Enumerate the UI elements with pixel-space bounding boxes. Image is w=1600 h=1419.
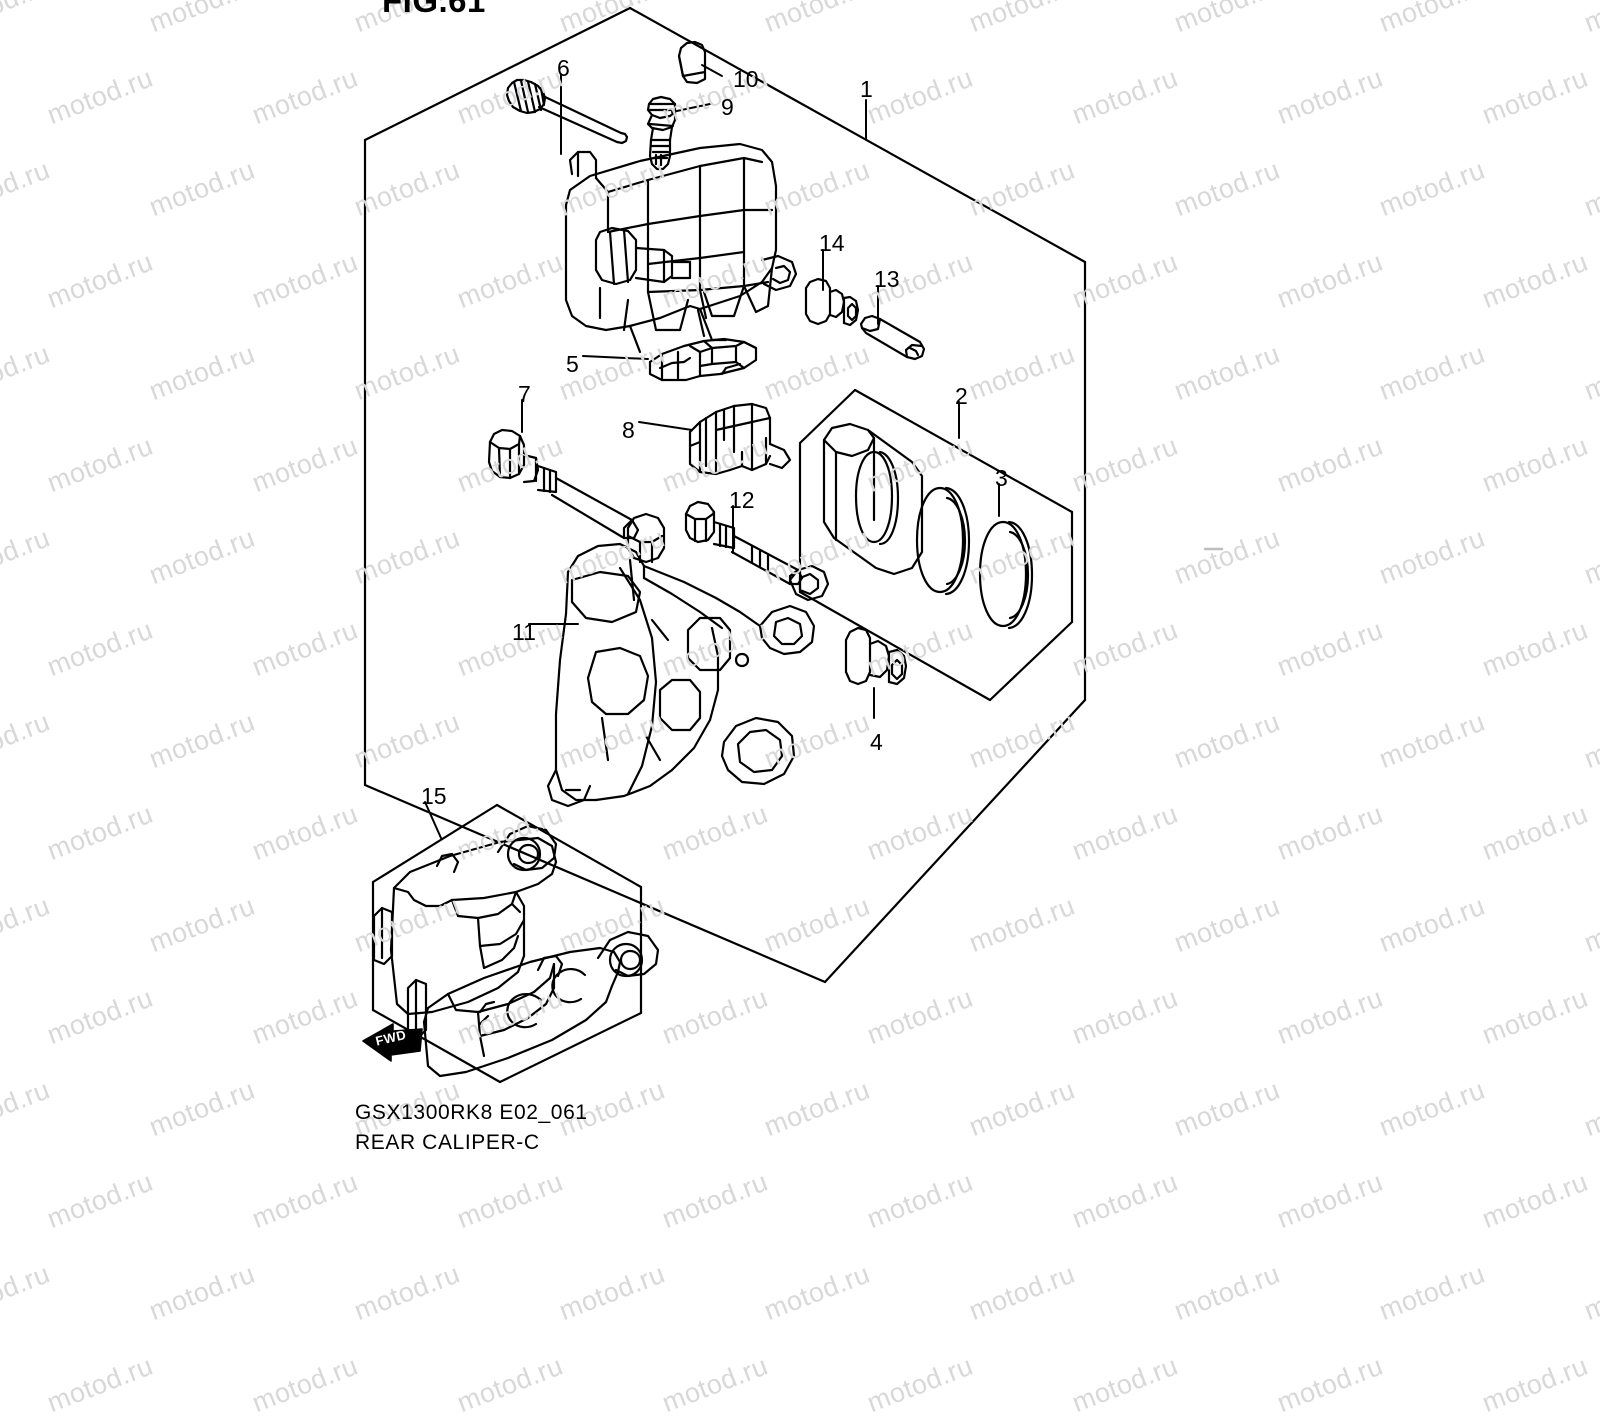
part-14-slide-pin-boot-upper	[804, 277, 860, 327]
watermark-text: motod.ru	[350, 1258, 464, 1327]
watermark-text: motod.ru	[42, 1350, 157, 1419]
figure-title: FIG.61	[382, 0, 486, 19]
callout-number-11: 11	[512, 619, 536, 645]
piston-group-hexagon-frame	[798, 388, 1074, 702]
watermark-text: motod.ru	[965, 1258, 1079, 1327]
watermark-text: motod.ru	[1170, 1258, 1284, 1327]
part-7-caliper-mounting-bolt	[487, 428, 640, 540]
part-15-brake-pad-set	[372, 824, 660, 1078]
callout-number-9: 9	[721, 94, 734, 120]
caption-model-code: GSX1300RK8 E02_061	[355, 1101, 588, 1124]
watermark-text: motod.ru	[760, 1258, 874, 1327]
callout-number-4: 4	[870, 729, 883, 755]
callout-number-13: 13	[874, 266, 900, 292]
callout-leader-lines	[424, 64, 1000, 839]
part-3-piston-seal-set	[915, 486, 1034, 630]
watermark-text: motod.ru	[657, 1350, 772, 1419]
watermark-text: motod.ru	[1375, 1258, 1489, 1327]
callout-number-8: 8	[622, 417, 635, 443]
callout-number-5: 5	[566, 351, 579, 377]
watermark-text: motod.ru	[247, 1350, 362, 1419]
watermark-text: motod.ru	[862, 1350, 977, 1419]
watermark-text: motod.ru	[1580, 1258, 1600, 1327]
part-1-caliper-body	[564, 142, 798, 354]
callout-number-10: 10	[733, 66, 759, 92]
fwd-direction-arrow	[362, 1023, 423, 1062]
callout-number-6: 6	[557, 55, 570, 81]
watermark-text: motod.ru	[0, 1258, 54, 1327]
part-2-piston	[822, 422, 924, 576]
part-4-slide-pin-boot-lower	[844, 626, 908, 686]
caption-assembly-name: REAR CALIPER-C	[355, 1131, 540, 1154]
watermark-text: motod.ru	[1067, 1350, 1182, 1419]
callout-number-2: 2	[955, 383, 968, 409]
part-11-caliper-bracket	[546, 512, 830, 808]
watermark-text: motod.ru	[145, 1258, 259, 1327]
callout-number-12: 12	[729, 487, 755, 513]
watermark-text: motod.ru	[452, 1350, 567, 1419]
watermark-text: motod.ru	[1272, 1350, 1387, 1419]
callout-number-14: 14	[819, 230, 845, 256]
part-10-bleeder-cap	[677, 40, 707, 85]
part-13-slide-pin-sleeve	[859, 314, 926, 361]
part-12-slide-pin	[684, 500, 804, 586]
main-assembly-hexagon-frame	[363, 6, 1087, 984]
watermark-text: motod.ru	[1477, 1350, 1592, 1419]
watermark-text: motod.ru	[555, 1258, 669, 1327]
diagram-artwork	[362, 6, 1224, 1084]
callout-number-15: 15	[421, 783, 447, 809]
part-9-air-bleeder-valve	[646, 95, 677, 171]
part-5-pad-spring-upper	[648, 337, 758, 382]
part-6-slide-pin-bolt	[505, 78, 629, 145]
callout-number-3: 3	[995, 465, 1008, 491]
part-8-pad-spring-lower	[688, 402, 792, 476]
callout-number-1: 1	[860, 76, 873, 102]
callout-number-7: 7	[518, 381, 531, 407]
